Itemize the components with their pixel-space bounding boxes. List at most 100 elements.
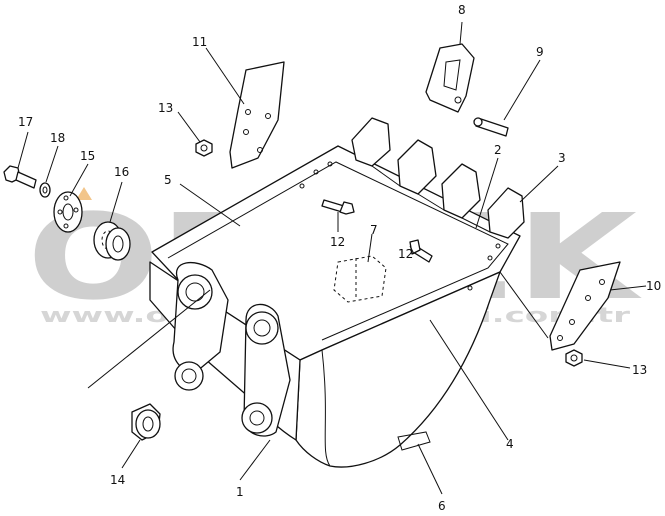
left-boss-inner xyxy=(185,282,205,302)
left-side-cutter xyxy=(229,61,285,169)
leader-4 xyxy=(429,319,509,441)
callout-18: 18 xyxy=(50,131,65,145)
left-boss-lower-inner xyxy=(181,368,197,384)
right-boss-lower-inner xyxy=(249,410,265,426)
callout-8: 8 xyxy=(458,3,466,17)
loose-tooth xyxy=(425,43,475,113)
leader-6 xyxy=(417,443,443,495)
callout-labels: 1 2 3 4 5 6 7 8 9 10 11 12 12 13 13 14 1… xyxy=(18,3,661,513)
callout-12: 12 xyxy=(330,235,345,249)
leader-14 xyxy=(121,439,141,469)
right-boss-upper xyxy=(245,311,279,345)
top-plate-hole xyxy=(313,169,319,175)
bowl-wear-strip xyxy=(397,431,431,451)
hub-bolt xyxy=(3,165,37,189)
tooth-pin-bar xyxy=(371,165,491,233)
nut-hole xyxy=(200,144,208,152)
right-boss-upper-inner xyxy=(253,319,271,337)
bucket-bowl xyxy=(295,271,501,468)
leader-17 xyxy=(17,131,29,169)
callout-17: 17 xyxy=(18,115,33,129)
leader-8 xyxy=(459,21,463,45)
hub-bolt-hole xyxy=(63,223,69,229)
leader-15 xyxy=(69,163,89,197)
bucket-inner-edge xyxy=(167,161,509,341)
bolt-left xyxy=(321,199,355,215)
shim-ring-inner xyxy=(112,235,124,253)
nut-left xyxy=(195,139,213,157)
leader-18 xyxy=(45,145,59,183)
callout-2: 2 xyxy=(494,143,502,157)
callout-13: 13 xyxy=(158,101,173,115)
right-side-cutter xyxy=(549,261,621,351)
right-cutter-hole xyxy=(557,335,563,341)
leader-16 xyxy=(109,181,123,223)
leader-13b xyxy=(583,359,631,369)
callout-14: 14 xyxy=(110,473,125,487)
leader-13a xyxy=(177,111,201,143)
hub-bolt-hole xyxy=(57,209,63,215)
bushing xyxy=(131,403,161,441)
tooth-pin-hole xyxy=(454,96,462,104)
callout-12: 12 xyxy=(398,247,413,261)
callout-5: 5 xyxy=(164,173,172,187)
hub-flange xyxy=(53,191,83,233)
left-cutter-hole xyxy=(265,113,271,119)
hub-bolt-shank xyxy=(15,171,37,189)
top-plate-hole xyxy=(495,243,501,249)
top-plate-hole xyxy=(327,161,333,167)
shim-ring xyxy=(105,227,131,261)
nut-hex xyxy=(565,349,583,367)
teeth-row xyxy=(351,117,525,239)
leader-12b xyxy=(409,245,415,255)
watermark-accent xyxy=(76,187,92,200)
hub-washer xyxy=(39,182,51,198)
tooth-pin xyxy=(473,117,509,137)
leader-axis xyxy=(87,289,211,389)
hub-bolt-hole xyxy=(73,207,79,213)
liner-plate xyxy=(333,255,387,303)
washer-hole xyxy=(42,186,48,194)
left-cutter-hole xyxy=(245,109,251,115)
leader-11 xyxy=(205,47,245,105)
left-cutter-plate xyxy=(229,61,285,169)
leader-2 xyxy=(475,157,499,229)
callout-7: 7 xyxy=(370,223,378,237)
tooth-pin-end xyxy=(473,117,483,127)
tooth-adapter-2 xyxy=(397,139,437,195)
leader-7 xyxy=(367,233,373,263)
leader-lines xyxy=(17,21,647,495)
bushing-flange xyxy=(135,409,161,439)
right-boss-lower xyxy=(241,402,273,434)
top-plate-hole xyxy=(299,183,305,189)
liner-plate-outline xyxy=(333,255,387,303)
callout-11: 11 xyxy=(192,35,207,49)
top-plate-hole xyxy=(487,255,493,261)
hub-bolt-hole xyxy=(63,195,69,201)
leader-9 xyxy=(503,59,541,121)
callout-3: 3 xyxy=(558,151,566,165)
callout-13: 13 xyxy=(632,363,647,377)
leader-1 xyxy=(239,439,271,481)
tooth-pocket xyxy=(443,59,461,91)
top-plate-hole xyxy=(467,285,473,291)
shim-set xyxy=(93,221,131,261)
tooth-body xyxy=(425,43,475,113)
leader-5 xyxy=(179,183,241,227)
leader-side-link xyxy=(499,271,549,339)
leader-3 xyxy=(519,165,559,203)
hub-center xyxy=(62,203,74,221)
callout-15: 15 xyxy=(80,149,95,163)
leader-10 xyxy=(609,285,647,291)
left-cutter-hole xyxy=(257,147,263,153)
nut-hole xyxy=(570,354,578,362)
left-cutter-hole xyxy=(243,129,249,135)
callout-9: 9 xyxy=(536,45,544,59)
right-cutter-hole xyxy=(585,295,591,301)
nut-right xyxy=(565,349,583,367)
tooth-adapter-1 xyxy=(351,117,391,167)
bucket-body xyxy=(149,145,521,468)
hub-outer xyxy=(53,191,83,233)
callout-6: 6 xyxy=(438,499,446,513)
